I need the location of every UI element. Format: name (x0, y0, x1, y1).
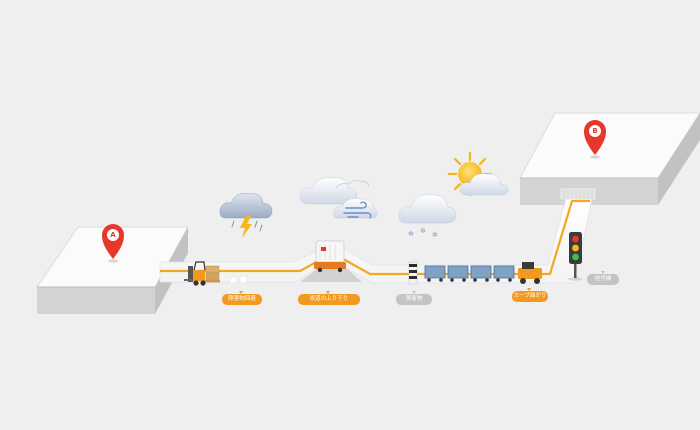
agv-carrier-icon (314, 240, 346, 273)
windy-cloud-icon (299, 177, 378, 219)
obstacle-boxes (229, 275, 248, 284)
cart-train-icon (424, 265, 515, 282)
snow-cloud-icon: ✻ ✻ ✻ (398, 194, 457, 239)
tag-obstacle: 障害物 (396, 294, 432, 305)
svg-text:✻: ✻ (408, 230, 414, 238)
traffic-light-icon (568, 232, 582, 281)
tag-pointers (239, 271, 605, 294)
tag-obstacle-avoidance: 障害物回避 (222, 294, 262, 305)
tow-tractor-icon (518, 262, 542, 284)
pin-label-a: A (107, 229, 119, 241)
barrier-pole-icon (408, 261, 418, 285)
tag-curve: カーブ曲がり (512, 291, 548, 302)
route-line (160, 199, 590, 276)
thunderstorm-icon (219, 193, 273, 238)
warehouse-b (519, 112, 700, 205)
svg-text:✻: ✻ (432, 231, 438, 239)
sun-cloud-icon (447, 151, 509, 197)
pin-label-b: B (589, 125, 601, 137)
tag-slope: 坂道の上り下り (298, 294, 360, 305)
forklift-icon (184, 261, 220, 286)
svg-text:✻: ✻ (420, 227, 426, 235)
tag-traffic-signal: 信号機 (587, 274, 619, 285)
